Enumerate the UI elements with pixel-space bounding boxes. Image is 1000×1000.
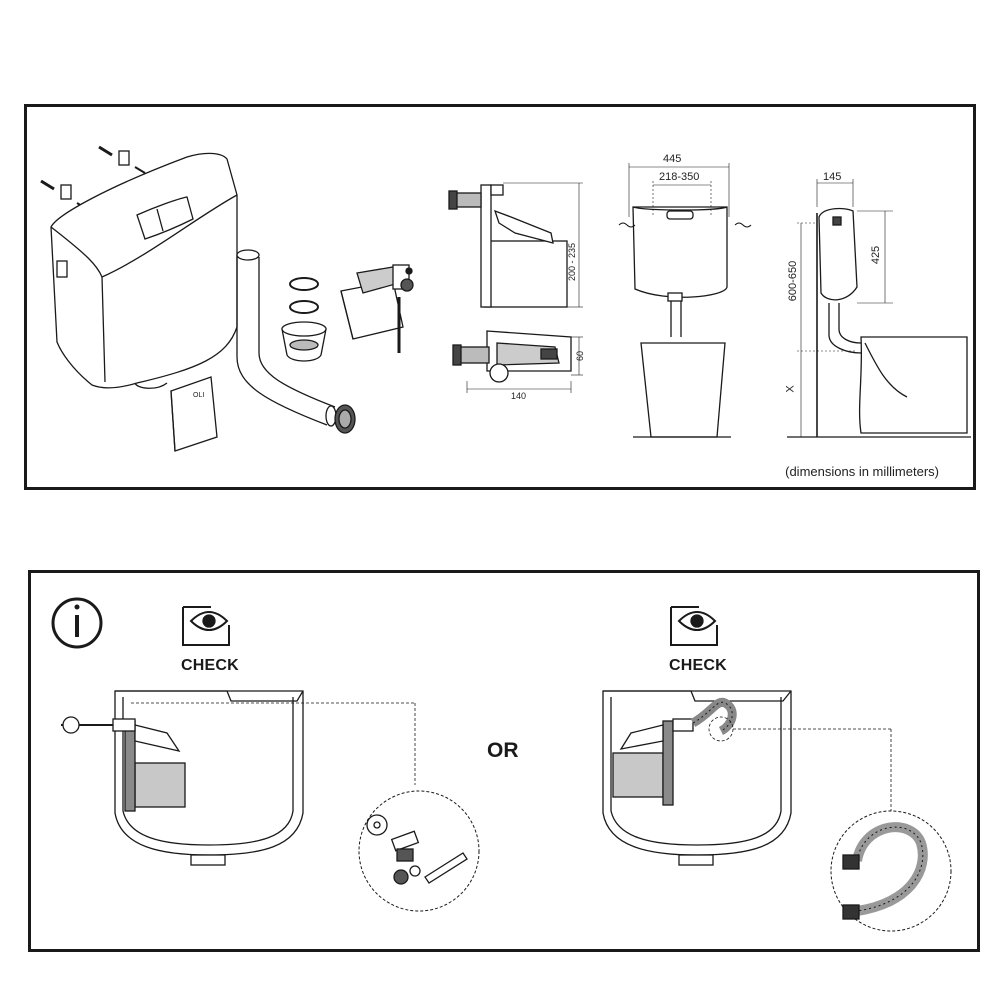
sealing-rings bbox=[281, 277, 327, 362]
dim-width-label: 445 bbox=[663, 153, 682, 165]
eye-check-icon-right bbox=[670, 606, 718, 646]
dim-inlet-range-label: 218-350 bbox=[659, 171, 700, 183]
dim-side-depth-label: 145 bbox=[823, 171, 842, 183]
dimensions-note: (dimensions in millimeters) bbox=[785, 464, 939, 479]
dim-floor-offset-label: X bbox=[784, 385, 797, 393]
valve-top-view bbox=[452, 330, 572, 383]
manual-booklet bbox=[170, 376, 218, 452]
cistern-cutaway-left bbox=[112, 690, 304, 866]
side-view-dimensions bbox=[797, 179, 893, 437]
inlet-parts-detail bbox=[366, 814, 468, 885]
valve-depth-dimensions bbox=[466, 336, 583, 393]
check-label-right: CHECK bbox=[669, 657, 727, 674]
connection-drawing bbox=[51, 597, 952, 932]
cistern-body bbox=[50, 152, 238, 389]
flexible-hose-detail bbox=[842, 822, 928, 920]
booklet-brand-text: OLI bbox=[193, 392, 204, 399]
side-inlet-left bbox=[61, 716, 113, 734]
dim-valve-length-label: 140 bbox=[511, 391, 527, 401]
fill-valve-3d bbox=[340, 264, 414, 353]
front-view-dimensions bbox=[618, 163, 752, 228]
check-label-left: CHECK bbox=[181, 657, 239, 674]
valve-height-dimension bbox=[503, 182, 583, 308]
detail-callout-left bbox=[131, 702, 480, 912]
cistern-cutaway-right bbox=[602, 690, 792, 866]
or-label: OR bbox=[487, 739, 519, 762]
dim-mount-height-label: 600-650 bbox=[787, 260, 800, 302]
info-icon bbox=[51, 597, 103, 649]
wall-brackets bbox=[60, 150, 130, 200]
flexible-hose-top bbox=[690, 697, 737, 736]
product-overview-panel: OLI bbox=[24, 104, 976, 490]
dim-valve-height-label: 200 - 235 bbox=[567, 242, 578, 282]
eye-check-icon-left bbox=[182, 606, 230, 646]
valve-side-view bbox=[448, 184, 568, 308]
side-view-assembly bbox=[787, 207, 971, 438]
overview-drawing: OLI bbox=[40, 145, 971, 452]
pipe-nut bbox=[334, 404, 356, 434]
dim-tank-height-label: 425 bbox=[870, 245, 883, 265]
water-connection-check-panel: CHECK CHECK OR bbox=[28, 570, 980, 952]
flush-pipe bbox=[236, 249, 337, 427]
dim-valve-depth-label: 60 bbox=[575, 350, 586, 362]
front-view-cistern bbox=[632, 206, 731, 438]
